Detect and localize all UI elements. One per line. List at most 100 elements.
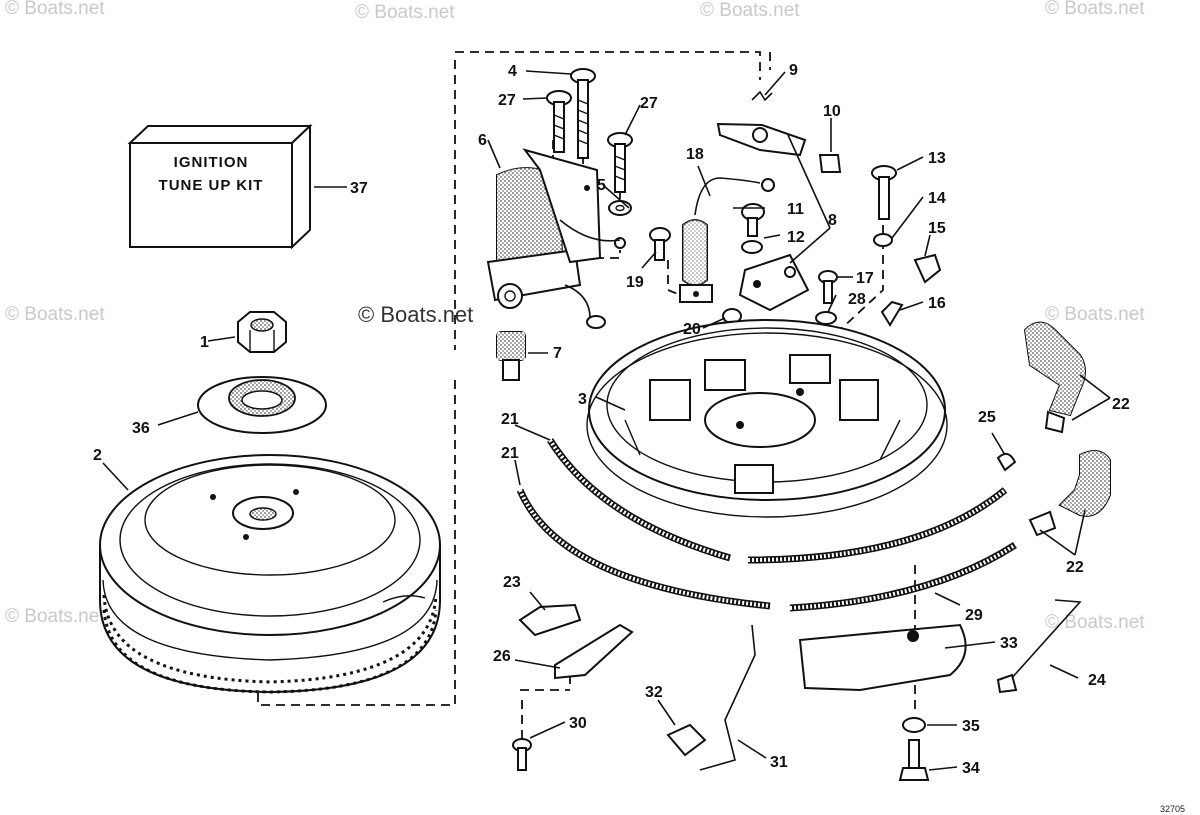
spark-plug-boot-lower <box>1028 450 1111 537</box>
callout-14: 14 <box>928 190 946 207</box>
ignition-coil <box>486 148 626 329</box>
cam <box>496 331 526 381</box>
flywheel-nut <box>237 311 287 353</box>
callout-20: 20 <box>683 321 701 338</box>
spark-plug-boot-upper <box>1023 321 1086 434</box>
callout-34: 34 <box>962 760 980 777</box>
callout-33: 33 <box>1000 635 1018 652</box>
watermark: © Boats.net <box>5 304 105 325</box>
callout-numbers: 1 2 3 4 5 6 7 8 9 10 11 12 13 14 15 16 1… <box>93 62 1130 777</box>
clamp-23 <box>518 603 582 637</box>
watermark: © Boats.net <box>1045 612 1145 633</box>
callout-32: 32 <box>645 684 663 701</box>
screw-13 <box>871 165 897 220</box>
callout-22: 22 <box>1112 396 1130 413</box>
callout-13: 13 <box>928 150 946 167</box>
callout-1: 1 <box>200 334 209 351</box>
grommet-strip-upper-right <box>747 487 1008 564</box>
bracket-26 <box>554 623 634 680</box>
callout-15: 15 <box>928 220 946 237</box>
callout-27-right: 27 <box>640 95 658 112</box>
callout-17: 17 <box>856 270 874 287</box>
callout-23: 23 <box>503 574 521 591</box>
watermark: © Boats.net <box>1045 0 1145 19</box>
watermark: © Boats.net <box>5 606 105 627</box>
washer-12 <box>741 240 763 254</box>
callout-19: 19 <box>626 274 644 291</box>
kit-label-line1: IGNITION <box>174 154 249 171</box>
callout-3: 3 <box>578 391 587 408</box>
callout-36: 36 <box>132 420 150 437</box>
center-watermark: © Boats.net <box>358 302 473 327</box>
condenser <box>679 177 775 303</box>
armature-plate <box>586 319 948 518</box>
grommet-strip-lower <box>516 488 771 610</box>
flywheel <box>99 454 441 694</box>
kit-label-line2: TUNE UP KIT <box>159 177 264 194</box>
link-31 <box>699 624 756 771</box>
grommet-strip-29-texture <box>789 543 1017 610</box>
callout-10: 10 <box>823 103 841 120</box>
watermark: © Boats.net <box>1045 304 1145 325</box>
grommet-strip-upper <box>547 438 731 562</box>
washer-28 <box>815 311 837 325</box>
callout-18: 18 <box>686 146 704 163</box>
watermark: © Boats.net <box>700 0 800 21</box>
callout-21-lower: 21 <box>501 445 519 462</box>
screw-30 <box>512 738 532 771</box>
callout-28: 28 <box>848 291 866 308</box>
leader-lines <box>102 70 1111 771</box>
figure-number: 32705 <box>1160 804 1185 814</box>
callout-4: 4 <box>508 63 517 80</box>
callout-37: 37 <box>350 180 368 197</box>
callout-16: 16 <box>928 295 946 312</box>
watermark-group: © Boats.net © Boats.net © Boats.net © Bo… <box>5 0 1145 633</box>
clip-25 <box>996 452 1017 472</box>
clamp-15 <box>913 253 942 284</box>
watermark: © Boats.net <box>355 2 455 23</box>
callout-24: 24 <box>1088 672 1106 689</box>
washer-35 <box>902 717 926 733</box>
callout-25: 25 <box>978 409 996 426</box>
screw-19 <box>649 227 671 261</box>
callout-8: 8 <box>828 212 837 229</box>
callout-31: 31 <box>770 754 788 771</box>
callout-11: 11 <box>787 201 804 218</box>
washer-14 <box>873 233 893 247</box>
condenser-guide <box>667 260 681 296</box>
screw-4 <box>570 68 596 159</box>
clip-32 <box>666 723 707 757</box>
callout-7: 7 <box>553 345 562 362</box>
callout-35: 35 <box>962 718 980 735</box>
screw-27-left <box>546 90 572 153</box>
clip-9 <box>751 90 773 102</box>
screw-17 <box>818 270 838 304</box>
link-24-end <box>996 673 1018 694</box>
throttle-cam <box>798 623 967 692</box>
callout-5: 5 <box>597 177 606 194</box>
callout-22-lower: 22 <box>1066 559 1084 576</box>
screw-27-right <box>607 132 633 193</box>
breaker-points <box>716 122 810 312</box>
callout-26: 26 <box>493 648 511 665</box>
clip-16 <box>880 300 904 327</box>
grommet-strip-lower-texture <box>518 489 771 608</box>
grommet-strip-upper-right-texture <box>747 488 1007 562</box>
callout-30: 30 <box>569 715 587 732</box>
felt-10 <box>818 154 842 173</box>
link-24 <box>1009 599 1082 681</box>
callout-9: 9 <box>789 62 798 79</box>
callout-21: 21 <box>501 411 519 428</box>
ignition-tune-up-kit: IGNITION TUNE UP KIT <box>127 123 313 250</box>
callout-6: 6 <box>478 132 487 149</box>
washer-5 <box>608 200 632 216</box>
screw-34 <box>898 739 930 781</box>
flywheel-washer <box>197 376 327 434</box>
watermark: © Boats.net <box>5 0 105 19</box>
callout-12: 12 <box>787 229 805 246</box>
callout-2: 2 <box>93 447 102 464</box>
throttle-cam-pivot <box>907 630 919 642</box>
callout-27: 27 <box>498 92 516 109</box>
